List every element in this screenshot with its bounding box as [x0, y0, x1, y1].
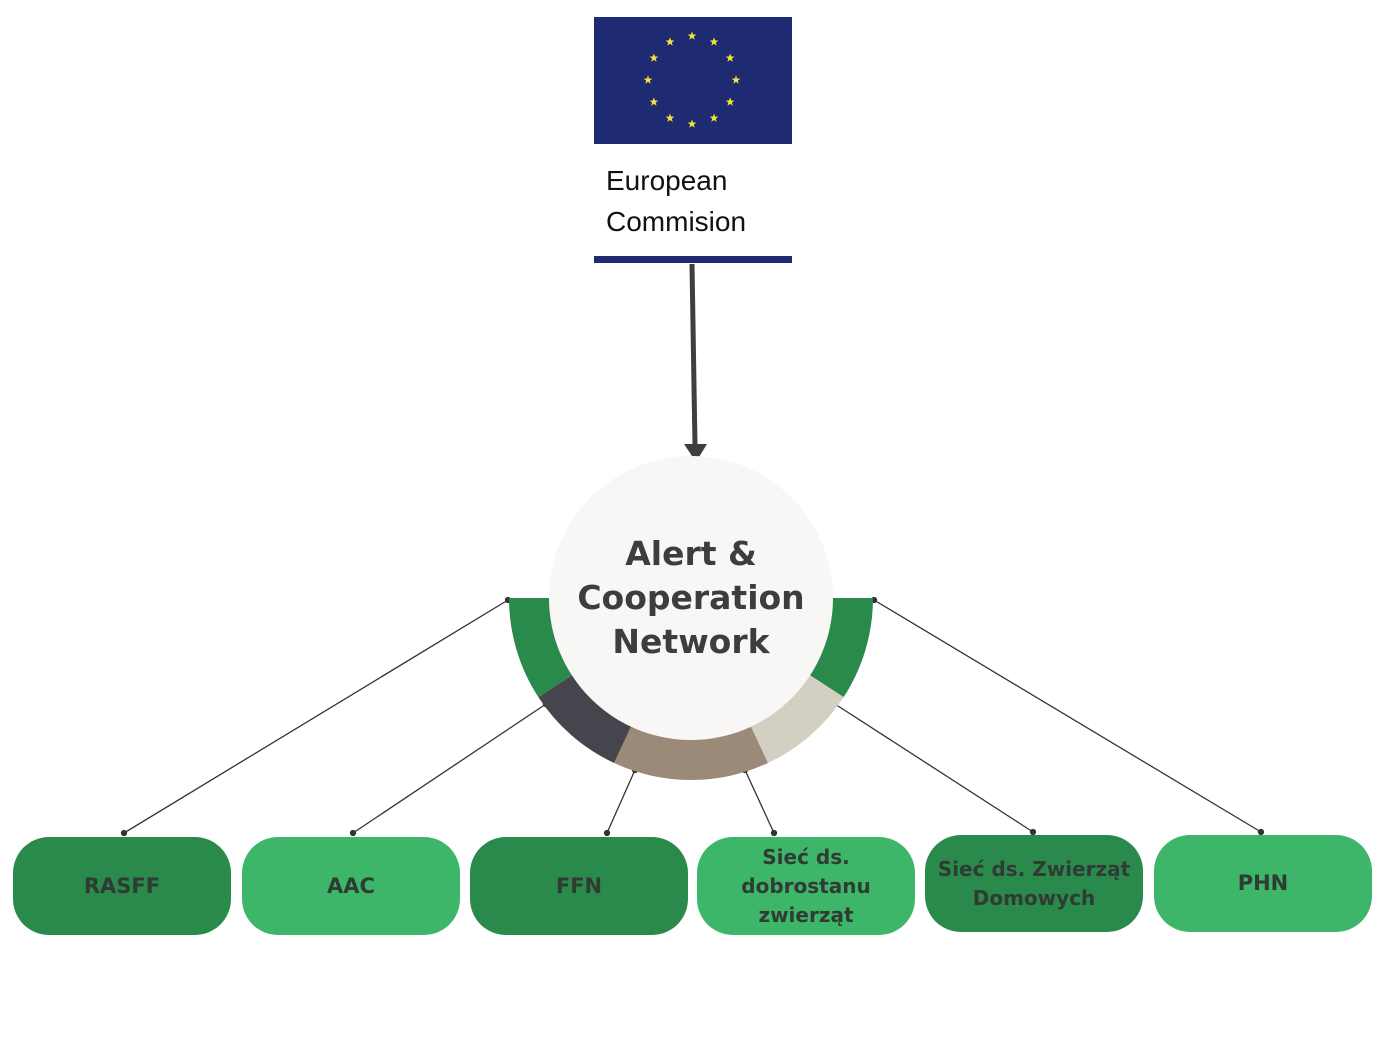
network-node-phn: PHN [1154, 835, 1372, 932]
ring-segment-right [808, 598, 873, 698]
connector-dot [1029, 828, 1037, 836]
star-icon [731, 75, 741, 84]
hierarchy-arrow [684, 263, 707, 462]
arrow-head-icon [684, 444, 707, 462]
network-node-label: RASFF [83, 873, 161, 898]
star-icon [649, 53, 659, 62]
ring-segment-light [750, 674, 844, 763]
star-icon [665, 37, 675, 46]
connector-pets [834, 703, 1034, 833]
star-icon [643, 75, 653, 84]
hub-title-line: Alert & [625, 534, 757, 573]
network-node-label: PHN [1237, 871, 1289, 895]
ring-segment-left [509, 598, 574, 698]
hub-circle [549, 456, 833, 740]
connector-dot [1257, 828, 1265, 836]
star-icon [725, 97, 735, 106]
connector-dot [349, 829, 357, 837]
flag-stars [643, 31, 741, 128]
organization-name: European Commision [606, 160, 746, 242]
connector-phn [873, 599, 1262, 833]
connector-ffn [606, 769, 636, 834]
network-node-label: Sieć ds. Zwierząt Domowych [937, 856, 1131, 910]
connector-rasff [123, 599, 509, 834]
star-icon [665, 113, 675, 122]
eu-logo [594, 17, 792, 263]
connector-dot [120, 829, 128, 837]
network-node-animal-welfare: Sieć ds. dobrostanu zwierząt [697, 837, 915, 935]
star-icon [649, 97, 659, 106]
organization-name-line: Commision [606, 206, 747, 237]
ring-segment-slate [538, 674, 632, 763]
network-node-label: Sieć ds. dobrostanu zwierząt [741, 844, 871, 927]
hub-title-line: Cooperation [577, 578, 805, 617]
ring-segment-taupe [614, 724, 768, 781]
network-node-label: FFN [555, 873, 603, 898]
network-node-aac: AAC [242, 837, 460, 935]
network-node-label: AAC [327, 873, 375, 898]
star-icon [687, 31, 697, 40]
hub-ring [509, 598, 873, 781]
connector-welfare [744, 769, 775, 834]
organization-name-line: European [606, 165, 728, 196]
network-node-pets: Sieć ds. Zwierząt Domowych [925, 835, 1143, 932]
hub-title-line: Network [612, 622, 770, 661]
star-icon [709, 37, 719, 46]
network-node-ffn: FFN [470, 837, 688, 935]
connector-dot [770, 829, 778, 837]
star-icon [709, 113, 719, 122]
connector-aac [352, 703, 547, 834]
hub-title: Alert & Cooperation Network [560, 532, 822, 664]
star-icon [725, 53, 735, 62]
logo-underline [594, 256, 792, 263]
arrow-shaft [689, 263, 698, 447]
connector-dot [603, 829, 611, 837]
star-icon [687, 119, 697, 128]
network-node-rasff: RASFF [13, 837, 231, 935]
